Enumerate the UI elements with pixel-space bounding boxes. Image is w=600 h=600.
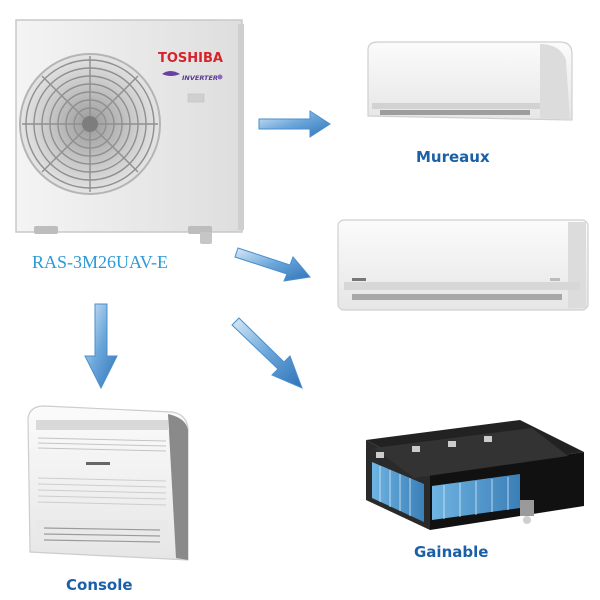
wall-unit-large bbox=[337, 219, 589, 311]
model-label: RAS-3M26UAV-E bbox=[32, 252, 168, 272]
wall-unit-label: Mureaux bbox=[416, 148, 490, 166]
svg-text:INVERTER: INVERTER bbox=[182, 74, 218, 82]
pipe-valve bbox=[200, 232, 212, 244]
wall-unit-small bbox=[367, 41, 573, 121]
outdoor-unit: TOSHIBA INVERTER bbox=[15, 19, 244, 244]
brand-logo: TOSHIBA bbox=[158, 51, 223, 66]
inverter-badge: INVERTER bbox=[162, 71, 223, 82]
ducted-unit bbox=[366, 420, 584, 530]
arrow-down-right-icon bbox=[231, 317, 303, 389]
console-unit-label: Console bbox=[66, 576, 133, 594]
arrow-down-right-icon bbox=[234, 247, 311, 282]
spec-sticker bbox=[187, 93, 205, 103]
arrow-right-icon bbox=[258, 110, 331, 138]
foot bbox=[34, 226, 58, 234]
fan-grille bbox=[19, 53, 161, 195]
console-unit bbox=[27, 405, 189, 561]
arrow-down-icon bbox=[84, 303, 118, 390]
ducted-unit-label: Gainable bbox=[414, 543, 489, 561]
